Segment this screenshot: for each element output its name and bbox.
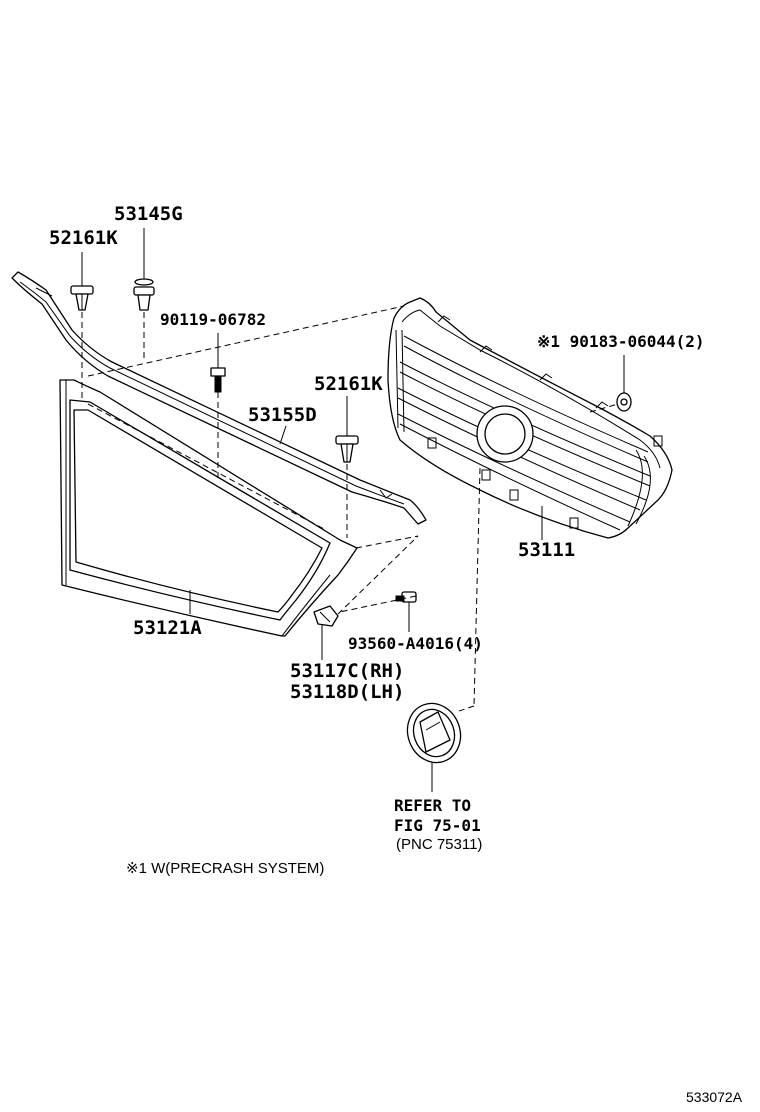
leader-lines bbox=[81, 228, 625, 792]
label-53111: 53111 bbox=[518, 539, 576, 561]
diagram-code: 533072A bbox=[686, 1089, 743, 1105]
label-90119-06782: 90119-06782 bbox=[160, 310, 266, 329]
label-refer-to: REFER TO bbox=[394, 796, 472, 815]
label-53117c-rh: 53117C(RH) bbox=[290, 660, 405, 682]
nut-90183 bbox=[616, 392, 632, 412]
label-52161k-left: 52161K bbox=[49, 227, 118, 249]
label-53121a: 53121A bbox=[133, 617, 202, 639]
label-fig-75-01: FIG 75-01 bbox=[394, 816, 481, 835]
label-53118d-lh: 53118D(LH) bbox=[290, 681, 405, 703]
bracket-53117c bbox=[313, 605, 339, 627]
clip-52161k-left bbox=[70, 285, 94, 311]
lower-grille-frame bbox=[59, 379, 358, 637]
label-53145g: 53145G bbox=[114, 203, 183, 225]
label-53155d: 53155D bbox=[248, 404, 317, 426]
clip-52161k-right bbox=[335, 435, 359, 463]
label-52161k-right: 52161K bbox=[314, 373, 383, 395]
label-93560-a4016: 93560-A4016(4) bbox=[348, 634, 483, 653]
main-grille bbox=[387, 297, 673, 539]
alignment-lines bbox=[81, 305, 619, 713]
label-pnc-75311: (PNC 75311) bbox=[396, 836, 483, 853]
upper-molding bbox=[11, 271, 427, 525]
label-90183-06044: ※1 90183-06044(2) bbox=[537, 332, 705, 351]
emblem bbox=[406, 702, 462, 764]
clip-53145g bbox=[133, 278, 155, 311]
screw-90119 bbox=[210, 367, 226, 393]
screw-93560 bbox=[395, 591, 417, 603]
footnote-precrash: ※1 W(PRECRASH SYSTEM) bbox=[126, 860, 325, 877]
